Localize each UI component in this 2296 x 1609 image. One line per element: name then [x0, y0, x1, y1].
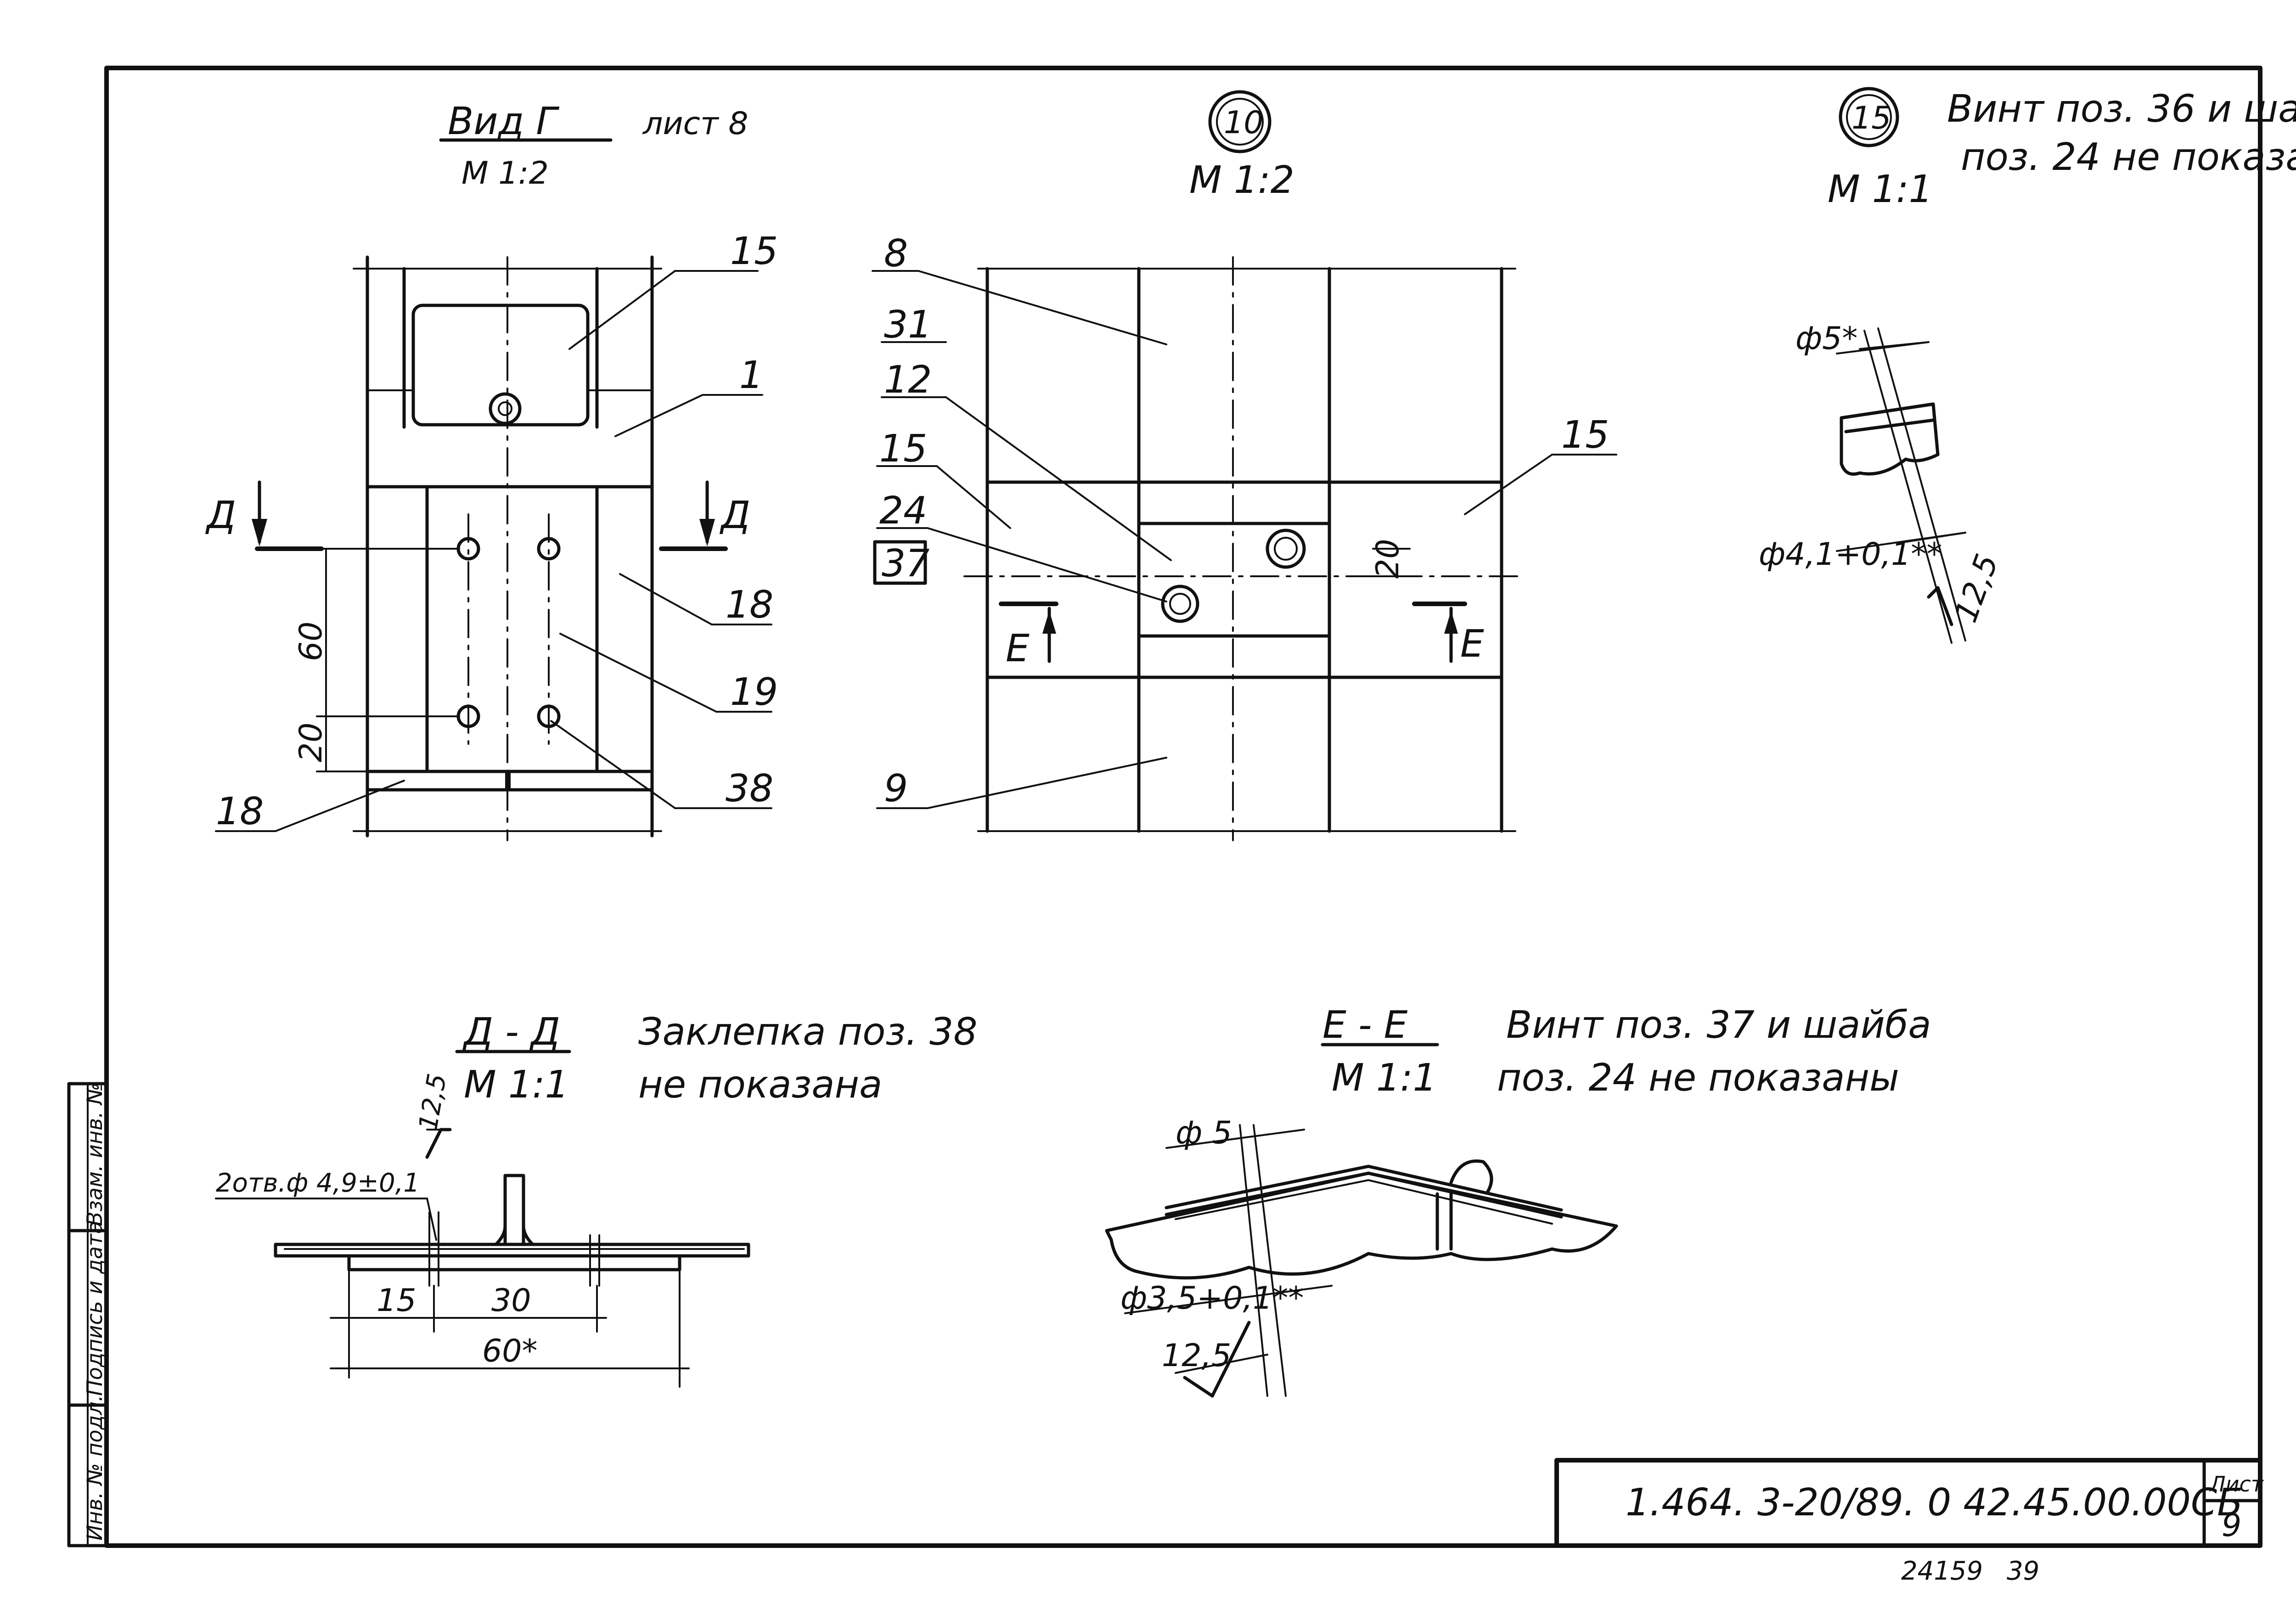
- view-g-scale: М 1:2: [461, 155, 549, 191]
- section-ee-note-line2: поз. 24 не показаны: [1497, 1056, 1899, 1100]
- section-dd-title: Д - Д: [462, 1010, 560, 1054]
- pos-37-node10: 37: [882, 542, 929, 585]
- cut-d-right: Д: [720, 494, 750, 537]
- node-10-scale: М 1:2: [1189, 158, 1294, 202]
- sheet-label: Лист: [2209, 1472, 2264, 1496]
- holes-callout-dd: 2отв.ф 4,9±0,1: [216, 1168, 420, 1198]
- node-10-number: 10: [1224, 105, 1264, 141]
- sheet-number: 9: [2222, 1508, 2241, 1544]
- section-dd-note-line2: не показана: [638, 1063, 882, 1107]
- dim-15-dd: 15: [377, 1283, 416, 1319]
- view-g-sheet-ref: лист 8: [642, 106, 748, 142]
- pos-18a-view-g: 18: [726, 583, 773, 627]
- roughness-dd: 12,5: [413, 1071, 453, 1133]
- pos-9-node10: 9: [884, 767, 908, 810]
- pos-15b-node10: 15: [1561, 413, 1609, 457]
- section-dd-note-line1: Заклепка поз. 38: [638, 1010, 978, 1054]
- designation-code: 1.464. 3-20/89. 0 42.45.00.00СБ: [1626, 1481, 2243, 1525]
- node-15-note-line1: Винт поз. 36 и шайба: [1947, 87, 2296, 131]
- pos-31-node10: 31: [884, 303, 932, 347]
- cut-d-left: Д: [205, 494, 236, 537]
- dim-60-dd: 60*: [482, 1333, 538, 1369]
- view-g-title: Вид Г: [448, 100, 560, 143]
- roughness-node15: 12,5: [1948, 550, 2006, 627]
- pos-38-view-g: 38: [726, 767, 773, 810]
- cut-e-left: Е: [1006, 627, 1030, 670]
- dim-20-node10: 20: [1370, 539, 1406, 579]
- archive-number: 24159: [1901, 1556, 1983, 1586]
- node-15-header: 15 М 1:1 Винт поз. 36 и шайба поз. 24 не…: [1828, 87, 2296, 211]
- section-ee-drawing: [1105, 1124, 1618, 1398]
- side-stamp-labels: Инв. № подл. Подпись и дата Взам. инв. №: [82, 1083, 107, 1541]
- section-ee-title: Е - Е: [1322, 1003, 1408, 1047]
- pos-18b-view-g: 18: [216, 790, 264, 833]
- section-dd-drawing: [215, 1128, 750, 1388]
- dim-20-view-g: 20: [293, 722, 329, 762]
- roughness-ee: 12,5: [1162, 1338, 1231, 1374]
- section-ee-labels: ф 5 ф3,5+0,1** 12,5: [1120, 1115, 1304, 1374]
- pos-1-view-g: 1: [739, 354, 763, 397]
- view-g-labels: 15 1 18 19 38 18 Д Д 60 20: [205, 230, 778, 833]
- dia-5-ee: ф 5: [1176, 1115, 1232, 1151]
- stamp-signature-date: Подпись и дата: [82, 1221, 107, 1396]
- dia-4-1-node15: ф4,1+0,1**: [1759, 536, 1942, 573]
- node-15-labels: ф5* ф4,1+0,1** 12,5: [1759, 321, 2006, 627]
- pos-15-view-g: 15: [730, 230, 778, 273]
- node-15-number: 15: [1851, 100, 1891, 136]
- cut-e-right: Е: [1460, 622, 1484, 666]
- page-number: 39: [2007, 1556, 2039, 1586]
- node-10-header: 10 М 1:2: [1189, 90, 1294, 202]
- view-g-drawing: [215, 255, 772, 841]
- section-ee-scale: М 1:1: [1332, 1056, 1437, 1100]
- node-15-drawing: [1836, 327, 1966, 644]
- node-10-labels: 8 31 12 15 24 37 15 9 20 Е Е: [879, 232, 1609, 810]
- section-dd-header: Д - Д М 1:1 Заклепка поз. 38 не показана: [455, 1010, 978, 1107]
- dia-5-node15: ф5*: [1795, 321, 1857, 357]
- section-dd-labels: 2отв.ф 4,9±0,1 12,5 15 30 60*: [216, 1071, 538, 1369]
- sheet-frame: [67, 66, 2262, 1548]
- node-10-drawing: [872, 256, 1617, 841]
- pos-19-view-g: 19: [730, 670, 778, 714]
- dim-30-dd: 30: [491, 1283, 531, 1319]
- dia-3-5-ee: ф3,5+0,1**: [1120, 1280, 1304, 1316]
- node-15-scale: М 1:1: [1828, 168, 1933, 211]
- pos-8-node10: 8: [884, 232, 908, 276]
- pos-15a-node10: 15: [879, 427, 927, 471]
- section-dd-scale: М 1:1: [464, 1063, 569, 1107]
- title-block: 1.464. 3-20/89. 0 42.45.00.00СБ Лист 9 2…: [1626, 1472, 2264, 1586]
- pos-24-node10: 24: [879, 489, 927, 533]
- section-ee-header: Е - Е М 1:1 Винт поз. 37 и шайба поз. 24…: [1321, 1003, 1931, 1100]
- view-g-header: Вид Г лист 8 М 1:2: [439, 100, 748, 191]
- section-ee-note-line1: Винт поз. 37 и шайба: [1506, 1003, 1931, 1047]
- stamp-inv-podl: Инв. № подл.: [82, 1395, 107, 1541]
- dim-60-view-g: 60: [293, 621, 329, 661]
- stamp-replace-inv: Взам. инв. №: [82, 1083, 107, 1226]
- node-15-note-line2: поз. 24 не показаны: [1961, 135, 2296, 179]
- pos-12-node10: 12: [884, 358, 932, 402]
